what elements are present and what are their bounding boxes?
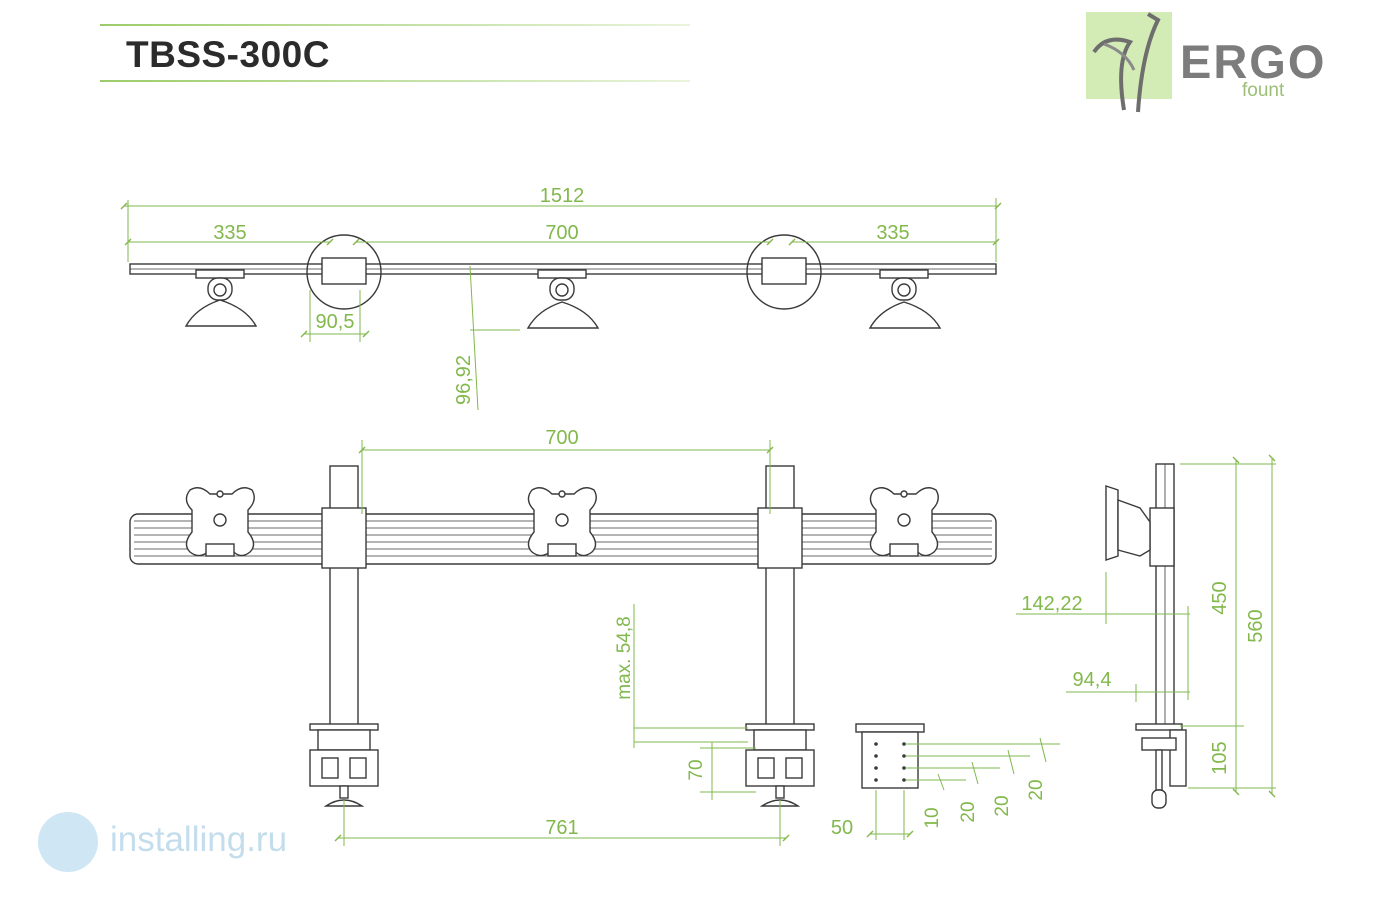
front-view bbox=[129, 465, 997, 807]
dim-base-height: 105 bbox=[1209, 741, 1231, 774]
dim-base-step-4: 20 bbox=[1026, 779, 1047, 800]
title-rule-bottom bbox=[100, 80, 690, 82]
clamp-right bbox=[745, 723, 815, 807]
vesa-plate-left bbox=[185, 487, 255, 557]
top-view bbox=[129, 234, 997, 329]
title-rule-top bbox=[100, 24, 690, 26]
watermark-globe-icon bbox=[38, 812, 98, 872]
dim-pole-depth: 94,4 bbox=[1073, 669, 1112, 691]
front-dimension-lines bbox=[334, 440, 790, 846]
dim-base-step-1: 10 bbox=[922, 807, 943, 828]
mount-top-right bbox=[868, 269, 942, 329]
dim-arm-depth: 142,22 bbox=[1021, 593, 1082, 615]
top-dimension-lines bbox=[120, 198, 1002, 411]
dim-base-step-3: 20 bbox=[992, 795, 1013, 816]
dim-total-width: 1512 bbox=[540, 185, 585, 207]
logo-box bbox=[1086, 12, 1172, 99]
base-detail bbox=[855, 723, 925, 789]
logo-mark-icon bbox=[1092, 12, 1161, 113]
model-title: TBSS-300C bbox=[126, 34, 330, 75]
dim-clamp-height: 70 bbox=[686, 759, 707, 780]
ergofount-logo: ERGO fount bbox=[1086, 12, 1324, 113]
vesa-plate-right bbox=[869, 487, 939, 557]
mount-top-left bbox=[184, 269, 258, 327]
pole-left bbox=[329, 465, 359, 729]
dim-desk-max: max. 54,8 bbox=[614, 616, 635, 699]
watermark: installing.ru bbox=[22, 806, 314, 876]
side-view bbox=[1105, 463, 1187, 809]
brand-name: ERGO bbox=[1180, 35, 1327, 88]
dim-pole-width: 90,5 bbox=[316, 311, 355, 333]
dim-right-span: 335 bbox=[876, 222, 909, 244]
dim-rail-offset: 96,92 bbox=[453, 355, 475, 405]
dim-total-height: 560 bbox=[1245, 609, 1267, 642]
pole-right-top bbox=[746, 234, 822, 310]
base-dimension-lines bbox=[866, 737, 1060, 840]
dim-left-span: 335 bbox=[213, 222, 246, 244]
dim-middle-span: 700 bbox=[545, 222, 578, 244]
vesa-plate-center bbox=[527, 487, 597, 557]
dim-base-width: 50 bbox=[831, 817, 853, 839]
dim-base-step-2: 20 bbox=[958, 801, 979, 822]
dim-adjust-height: 450 bbox=[1209, 581, 1231, 614]
dim-pole-distance: 700 bbox=[545, 427, 578, 449]
dim-clamp-distance: 761 bbox=[545, 817, 578, 839]
clamp-left bbox=[309, 723, 379, 807]
brand-sub: fount bbox=[1242, 80, 1285, 101]
side-dimension-lines bbox=[1016, 454, 1276, 798]
watermark-text: installing.ru bbox=[110, 820, 288, 859]
pole-left-top bbox=[306, 234, 382, 310]
mount-top-center bbox=[526, 269, 600, 329]
